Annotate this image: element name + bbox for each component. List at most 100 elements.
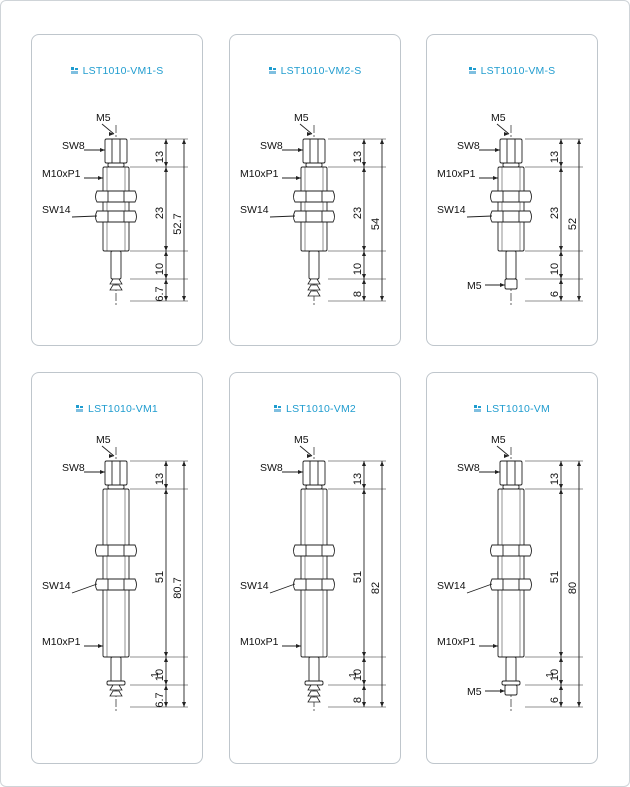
- neck: [305, 162, 323, 168]
- barb-tip: [307, 284, 321, 291]
- barb-tip: [109, 684, 123, 691]
- sw14-label: SW14: [437, 580, 466, 592]
- dim-total: 54: [370, 139, 384, 301]
- dim-stem: 10: [154, 251, 168, 279]
- lock-nut: [490, 210, 532, 223]
- dimension-value: 8: [352, 697, 364, 703]
- dimension-value: 10: [549, 669, 561, 681]
- stem: [110, 250, 122, 280]
- dimension-value: 23: [549, 207, 561, 219]
- lock-nut: [293, 190, 335, 203]
- dimension-value: 6.7: [154, 692, 166, 707]
- lock-nut: [490, 190, 532, 203]
- collar: [501, 680, 521, 686]
- dim-tip: 8: [352, 279, 366, 301]
- title-bullet-icon: [76, 404, 84, 412]
- m10-label: M10xP1: [42, 636, 81, 648]
- dim-stem: 10: [549, 251, 563, 279]
- neck: [305, 484, 323, 490]
- card-title: LST1010-VM2: [230, 403, 400, 415]
- sw14-leader: [71, 215, 98, 218]
- barb-tip: [109, 278, 123, 285]
- title-bullet-icon: [474, 404, 482, 412]
- socket-tip: [504, 684, 518, 696]
- card-title: LST1010-VM1-S: [32, 65, 202, 77]
- dim-head: 13: [352, 461, 366, 489]
- dimension-value: 82: [370, 582, 382, 594]
- collar: [106, 680, 126, 686]
- barb-tip: [307, 278, 321, 285]
- m5-leader: [496, 445, 510, 457]
- card-title-text: LST1010-VM2: [286, 403, 356, 415]
- dimension-value: 10: [154, 669, 166, 681]
- dimension-value: 13: [154, 473, 166, 485]
- hex-head: [499, 138, 523, 164]
- sw14-label: SW14: [42, 204, 71, 216]
- barb-tip: [307, 290, 321, 297]
- hex-head: [104, 460, 128, 486]
- dim-head: 13: [154, 461, 168, 489]
- m10-label: M10xP1: [240, 636, 279, 648]
- dimension-value: 51: [352, 571, 364, 583]
- dimension-value: 80.7: [172, 577, 184, 598]
- dim-small: 1: [545, 672, 556, 678]
- m5-label: M5: [294, 112, 309, 124]
- stem: [505, 250, 517, 280]
- m10-label: M10xP1: [437, 168, 476, 180]
- dimension-value: 6: [549, 291, 561, 297]
- dim-small: 1: [150, 672, 161, 678]
- m5-label: M5: [294, 434, 309, 446]
- dim-stem: 10: [549, 657, 563, 685]
- dim-body: 51: [154, 489, 168, 657]
- dimension-value: 54: [370, 218, 382, 230]
- dimension-value: 51: [549, 571, 561, 583]
- dim-total: 52: [567, 139, 581, 301]
- title-bullet-icon: [70, 66, 79, 74]
- m5-label: M5: [491, 434, 506, 446]
- title-bullet-icon: [468, 66, 477, 74]
- sw8-label: SW8: [457, 462, 480, 474]
- neck: [107, 162, 125, 168]
- neck: [502, 162, 520, 168]
- collar: [304, 680, 324, 686]
- lock-nut: [293, 210, 335, 223]
- lock-nut: [293, 544, 335, 557]
- barb-tip: [109, 690, 123, 697]
- m5-label: M5: [491, 112, 506, 124]
- lock-nut: [95, 578, 137, 591]
- sw14-label: SW14: [42, 580, 71, 592]
- dim-tip: 6: [549, 279, 563, 301]
- dim-total: 80.7: [172, 461, 186, 707]
- neck: [502, 484, 520, 490]
- dim-head: 13: [154, 139, 168, 167]
- dimension-value: 51: [154, 571, 166, 583]
- sw8-label: SW8: [260, 462, 283, 474]
- card-title-text: LST1010-VM2-S: [280, 65, 362, 77]
- sw14-leader: [71, 583, 98, 594]
- dimension-value: 52.7: [172, 213, 184, 234]
- sw14-leader: [466, 583, 493, 594]
- dim-stem: 10: [352, 657, 366, 685]
- dimension-value: 10: [352, 669, 364, 681]
- dim-tip: 8: [352, 685, 366, 707]
- socket-tip: [504, 278, 518, 290]
- barb-tip: [307, 684, 321, 691]
- dimension-value: 13: [352, 473, 364, 485]
- dimension-value: 13: [352, 151, 364, 163]
- sw14-leader: [269, 583, 296, 594]
- stem: [308, 250, 320, 280]
- m5-socket-label: M5: [467, 280, 482, 292]
- dim-tip: 6.7: [154, 685, 168, 708]
- sw14-leader: [466, 215, 493, 218]
- m5-leader: [496, 123, 510, 135]
- m10-label: M10xP1: [240, 168, 279, 180]
- hex-head: [499, 460, 523, 486]
